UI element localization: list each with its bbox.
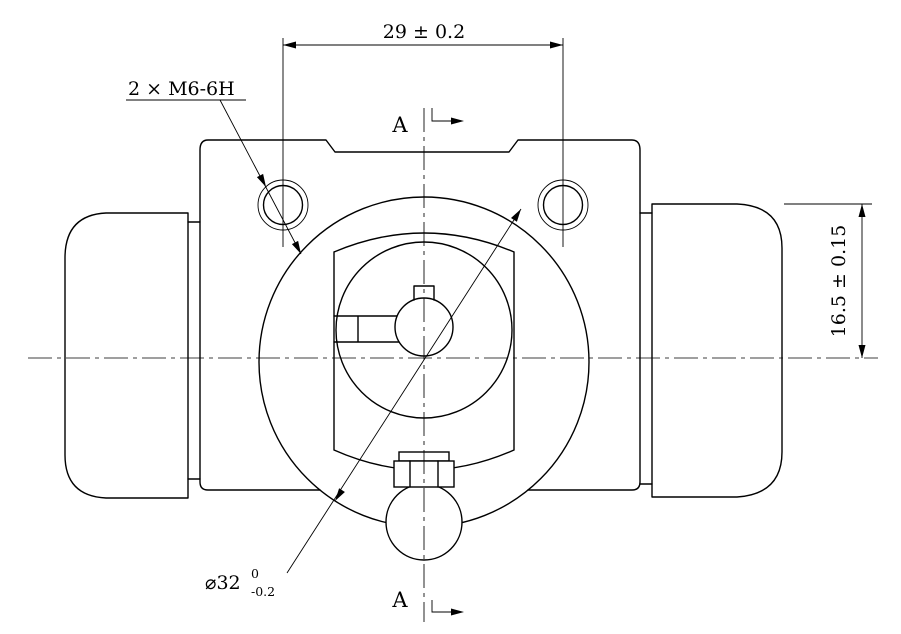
bore-dia-leader [286,208,522,574]
section-letter-bottom: A [391,588,408,612]
hole-spacing-arrow-right [550,41,563,49]
left-boot-step-lines [187,221,201,480]
keyway-notch [413,285,435,301]
section-cutline-bottom [431,600,452,613]
bore-dia-tolerance-lower: -0.2 [251,584,275,599]
left-boot-outline [64,212,189,499]
height-arrow-bottom [858,345,866,358]
bore-dia-text: ⌀32 [205,572,241,594]
bore-dia-arrow-upper [511,209,521,222]
bleeder-screw-hex-flats [409,460,439,488]
section-arrow-top [451,117,464,125]
bore-band-lines [333,232,515,471]
body-outline [199,139,641,491]
thread-callout-leader [126,99,302,255]
right-boot-step-lines [639,212,653,485]
section-letter-top: A [391,113,408,137]
thread-callout-text: 2 × M6-6H [128,78,235,100]
fluid-port-slot [333,315,400,343]
thread-callout-arrow-hole [256,173,266,187]
hole-spacing-extension-lines [282,38,564,247]
height-arrow-top [858,204,866,217]
height-dimension-text: 16.5 ± 0.15 [828,225,850,338]
bore-dia-tolerance-upper: 0 [251,566,259,581]
hole-spacing-arrow-left [283,41,296,49]
section-arrow-bottom [451,608,464,616]
right-boot-outline [651,203,783,498]
hole-spacing-dimension-text: 29 ± 0.2 [383,21,465,43]
thread-callout-arrow-boss [291,240,301,254]
bore-dia-arrow-lower [335,488,345,501]
section-cutline-top [431,108,452,122]
